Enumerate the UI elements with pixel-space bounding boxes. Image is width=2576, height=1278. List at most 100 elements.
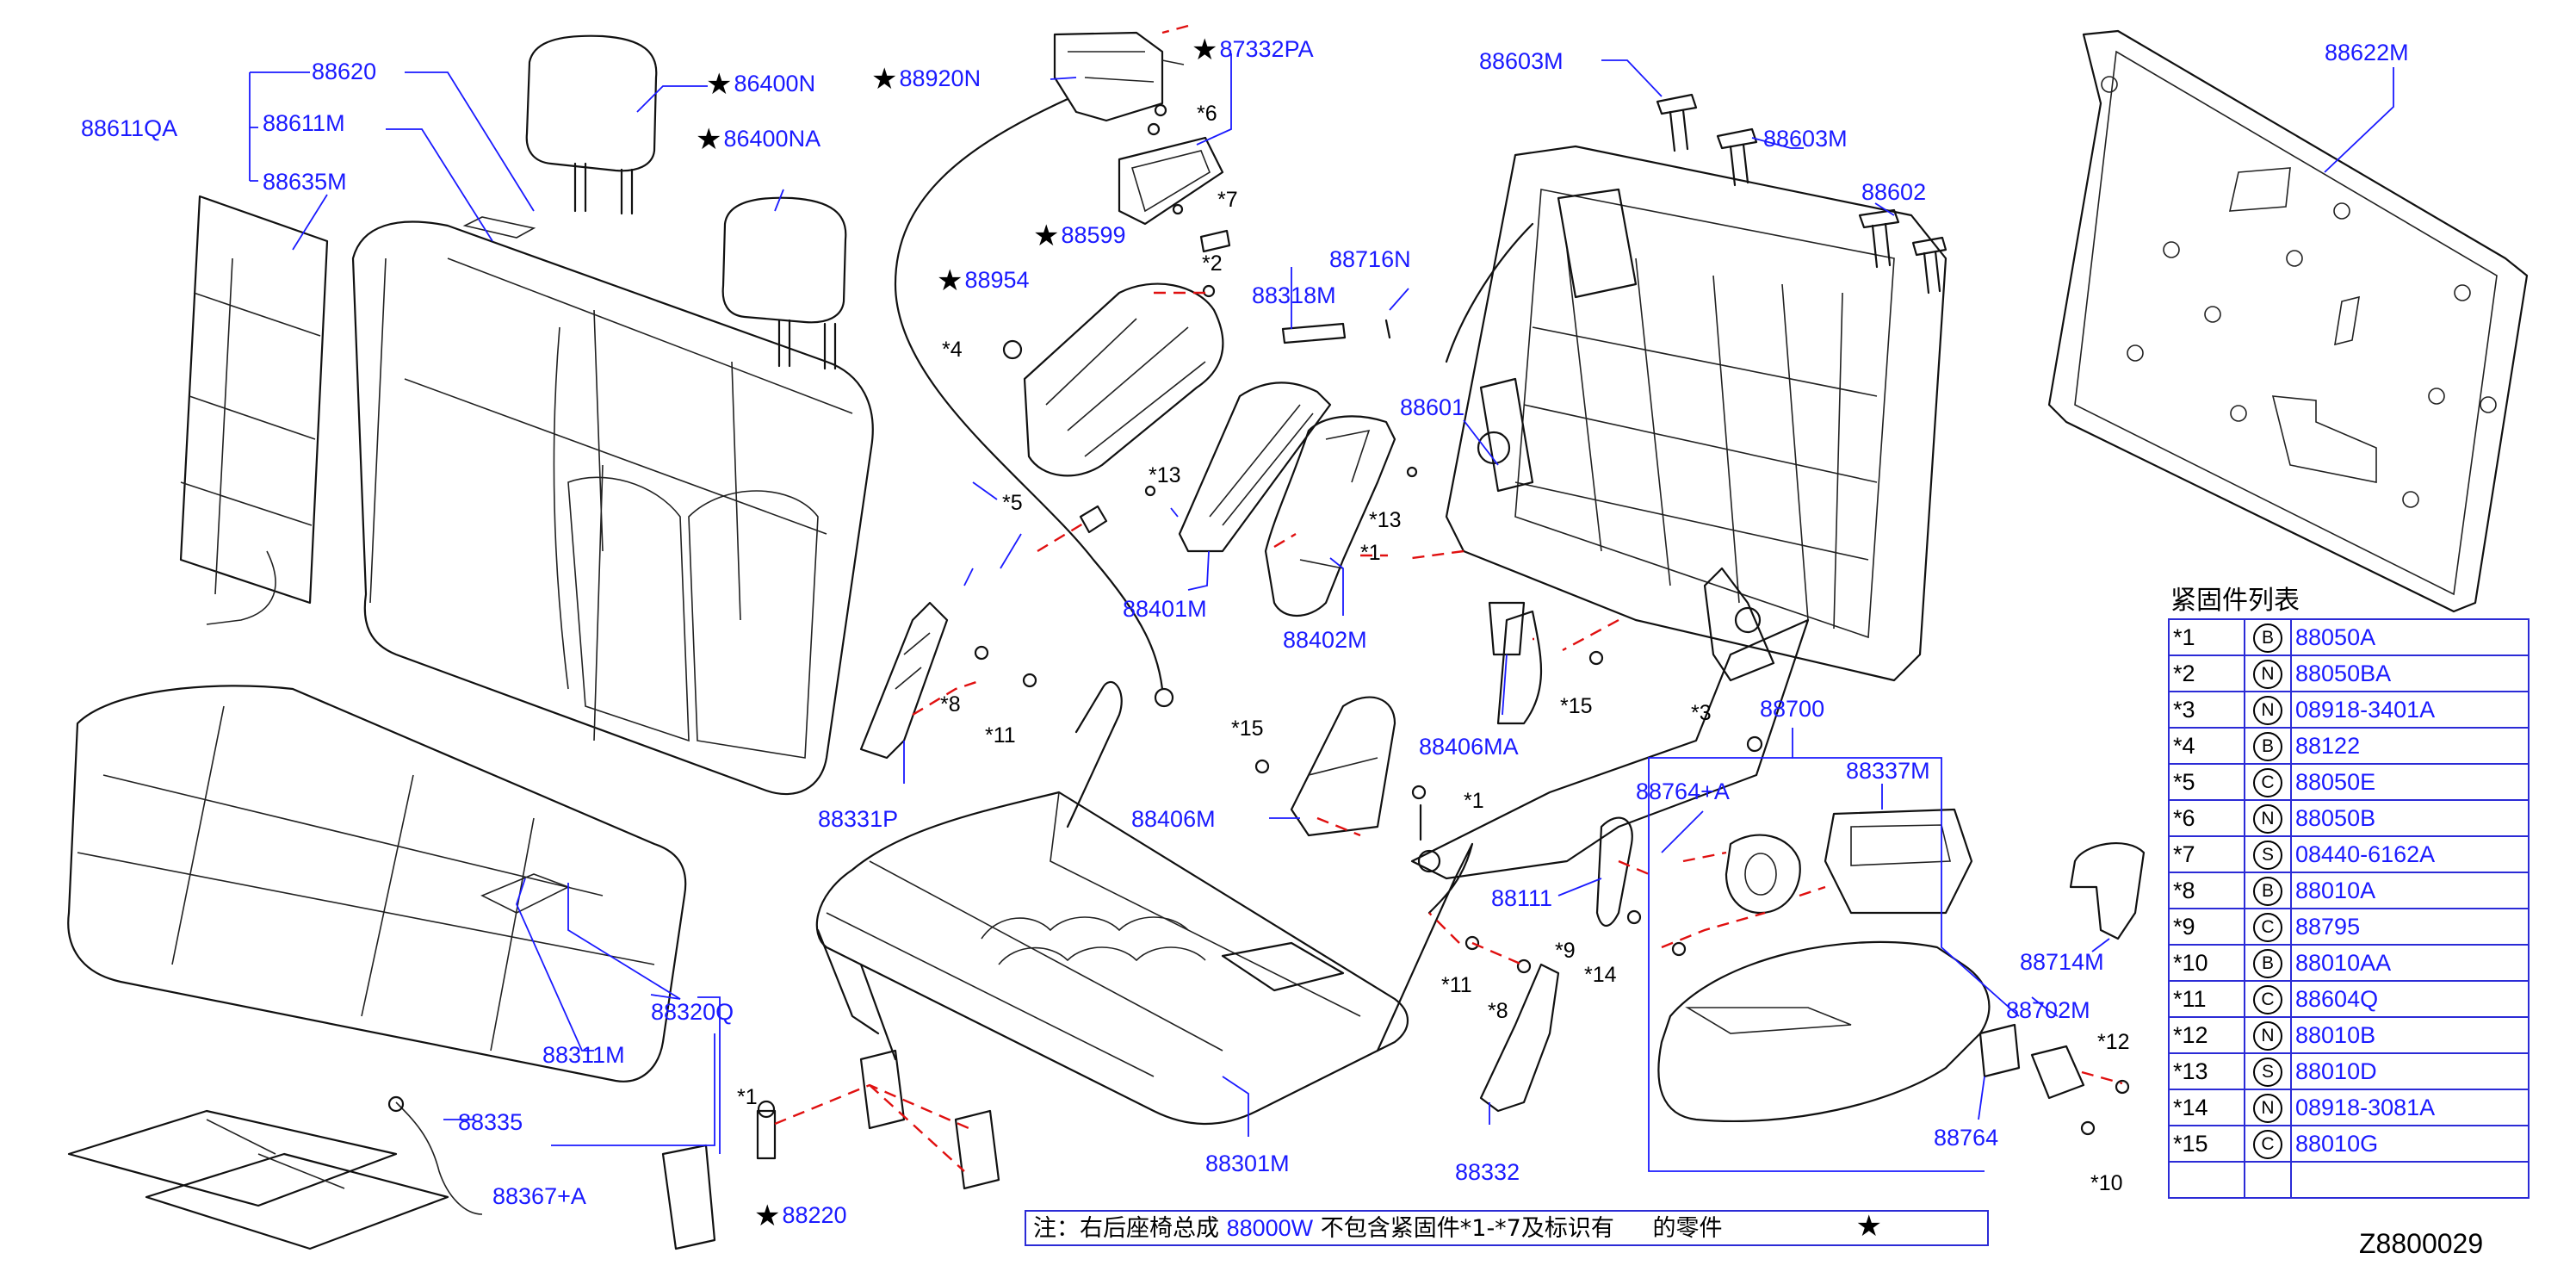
fastener-callout-11-lower: *11	[1441, 973, 1472, 997]
note-part-number: 88000W	[1226, 1215, 1314, 1241]
part-label-88599: ★88599	[1033, 220, 1126, 252]
type-badge: C	[2253, 912, 2282, 942]
fastener-callout-1-lower: *1	[737, 1085, 758, 1109]
part-label-86400NA: ★86400NA	[696, 123, 821, 156]
part-label-86400N: ★86400N	[706, 68, 816, 101]
part-label-87332PA: ★87332PA	[1192, 34, 1314, 66]
headrest-guides	[1656, 93, 1947, 295]
seat-back-frame	[1445, 145, 1947, 753]
part-label-88920N: ★88920N	[871, 63, 981, 96]
part-label-88335: 88335	[458, 1109, 523, 1135]
star-icon: ★	[706, 68, 733, 101]
cup-holder-parts	[1978, 842, 2146, 1136]
hinge-covers	[1178, 382, 1396, 617]
part-label-88318M: 88318M	[1252, 282, 1336, 308]
part-label-88764A: 88764+A	[1636, 779, 1730, 804]
star-icon: ★	[937, 264, 963, 297]
type-badge: C	[2253, 767, 2282, 797]
type-badge: N	[2253, 695, 2282, 725]
star-icon: ★	[696, 123, 722, 156]
star-icon: ★	[754, 1200, 781, 1232]
type-badge: B	[2253, 731, 2282, 761]
release-handle-bezel	[1118, 136, 1231, 253]
part-label-88714M: 88714M	[2020, 949, 2104, 975]
fastener-callout-13-left: *13	[1149, 463, 1181, 487]
misc-parts	[661, 103, 1687, 1250]
type-badge: N	[2253, 1021, 2282, 1051]
fastener-callout-14: *14	[1584, 963, 1617, 987]
leader-lines	[249, 53, 2394, 1172]
fastener-callout-6: *6	[1197, 102, 1217, 126]
part-label-88111: 88111	[1491, 885, 1553, 911]
seat-cushion-frame	[815, 680, 1474, 1190]
part-label-88764: 88764	[1934, 1125, 1999, 1151]
fastener-callout-1-upper: *1	[1360, 541, 1381, 565]
note-tail: 的零件	[1652, 1215, 1723, 1242]
type-badge: C	[2253, 984, 2282, 1014]
part-label-88603M-upper: 88603M	[1479, 48, 1564, 74]
heater-pads	[67, 1095, 483, 1250]
part-label-88320Q: 88320Q	[651, 999, 734, 1025]
diagram-code: Z8800029	[2359, 1228, 2484, 1259]
star-icon: ★	[871, 63, 898, 96]
part-label-88716N: 88716N	[1329, 246, 1411, 272]
part-label-88602: 88602	[1861, 179, 1927, 205]
fastener-callout-9: *9	[1555, 939, 1576, 963]
fastener-callout-11-upper: *11	[985, 723, 1016, 748]
part-label-88331P: 88331P	[818, 806, 899, 832]
note-suffix: 不包含紧固件*1-*7及标识有	[1320, 1215, 1614, 1242]
part-label-88406M: 88406M	[1131, 806, 1216, 832]
side-cover-88954	[1002, 282, 1224, 534]
seat-cushion-cover	[67, 685, 687, 1083]
part-label-88611QA: 88611QA	[81, 115, 178, 141]
type-badge: S	[2253, 1057, 2282, 1087]
part-label-88620: 88620	[312, 59, 377, 84]
type-badge: B	[2253, 948, 2282, 978]
part-label-88406MA: 88406MA	[1419, 734, 1519, 760]
star-icon: ★	[1855, 1209, 1882, 1244]
part-label-88702M: 88702M	[2006, 997, 2090, 1023]
back-board	[2047, 29, 2529, 613]
link-parts	[1410, 601, 1810, 880]
armrest-hinge	[1595, 816, 1801, 927]
type-badge: S	[2253, 840, 2282, 870]
fastener-callout-15-left: *15	[1231, 717, 1264, 741]
fastener-callout-4: *4	[942, 338, 963, 362]
armrest-assembly	[1657, 808, 1991, 1122]
fastener-callout-13-right: *13	[1369, 508, 1402, 532]
headrests	[525, 34, 847, 370]
back-panel-pads	[179, 195, 329, 625]
star-icon: ★	[1192, 34, 1218, 66]
fastener-callout-8-lower: *8	[1488, 999, 1508, 1023]
star-icon: ★	[1033, 220, 1060, 252]
part-label-88622M: 88622M	[2325, 40, 2409, 65]
fastener-callout-15-right: *15	[1560, 694, 1593, 718]
part-label-88332: 88332	[1455, 1159, 1520, 1185]
fastener-table-title: 紧固件列表	[2169, 579, 2529, 620]
assembly-dashed-lines	[774, 24, 2123, 1172]
fastener-callout-2: *2	[1202, 251, 1223, 276]
table-row-empty	[2168, 1161, 2530, 1199]
type-badge: C	[2253, 1129, 2282, 1159]
part-label-88367A: 88367+A	[492, 1183, 586, 1209]
part-label-88954: ★88954	[937, 264, 1030, 297]
type-badge: N	[2253, 659, 2282, 689]
part-label-88220: ★88220	[754, 1200, 847, 1232]
seat-back-cover	[351, 216, 874, 796]
fastener-callout-12: *12	[2097, 1030, 2130, 1054]
part-label-88311M: 88311M	[542, 1042, 625, 1068]
